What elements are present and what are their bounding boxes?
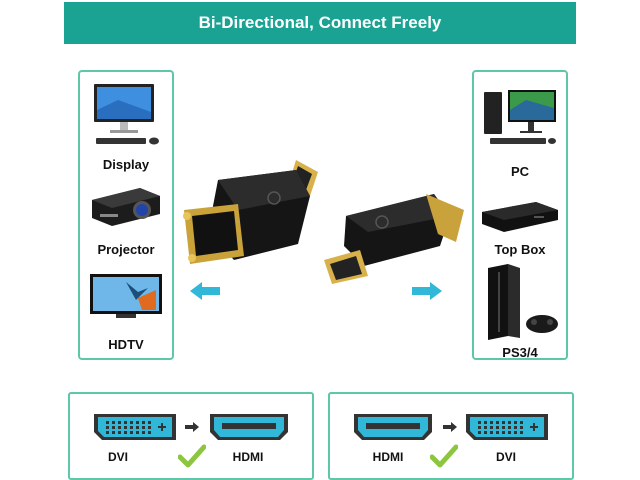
label-to-dvi: DVI [495,450,516,464]
display-monitor-image [94,84,159,145]
checkmark-icon [178,444,206,468]
hdmi-port-icon [354,414,432,440]
conversion-panel-dvi-to-hdmi: DVI HDMI [68,392,314,480]
top-box-image [482,202,558,232]
adapter-hdmi-male-image [324,194,464,284]
arrow-left-icon [190,282,220,300]
projector-image [92,188,160,226]
pc-image [484,90,556,144]
left-device-panel: Display Projector HDTV [78,70,174,360]
label-from-dvi: DVI [107,450,128,464]
conversion-panel-hdmi-to-dvi: HDMI DVI [328,392,574,480]
dvi-port-icon [466,414,548,440]
ps-console-image [488,264,558,340]
arrow-right-small-icon [443,422,457,432]
banner-title: Bi-Directional, Connect Freely [64,2,576,44]
dvi-port-icon [94,414,176,440]
adapter-dvi-female-image [183,160,318,264]
arrow-right-small-icon [185,422,199,432]
arrow-right-icon [412,282,442,300]
device-label-top-box: Top Box [494,242,546,257]
right-device-panel: PC Top Box PS3/4 [472,70,568,360]
device-label-pc: PC [510,164,530,179]
label-to-hdmi: HDMI [232,450,264,464]
checkmark-icon [430,444,458,468]
device-label-display: Display [102,157,150,172]
hdtv-image [90,274,162,318]
device-label-hdtv: HDTV [108,337,144,352]
device-label-projector: Projector [97,242,155,257]
hdmi-port-icon [210,414,288,440]
device-label-ps3-4: PS3/4 [502,345,538,360]
label-from-hdmi: HDMI [372,450,404,464]
